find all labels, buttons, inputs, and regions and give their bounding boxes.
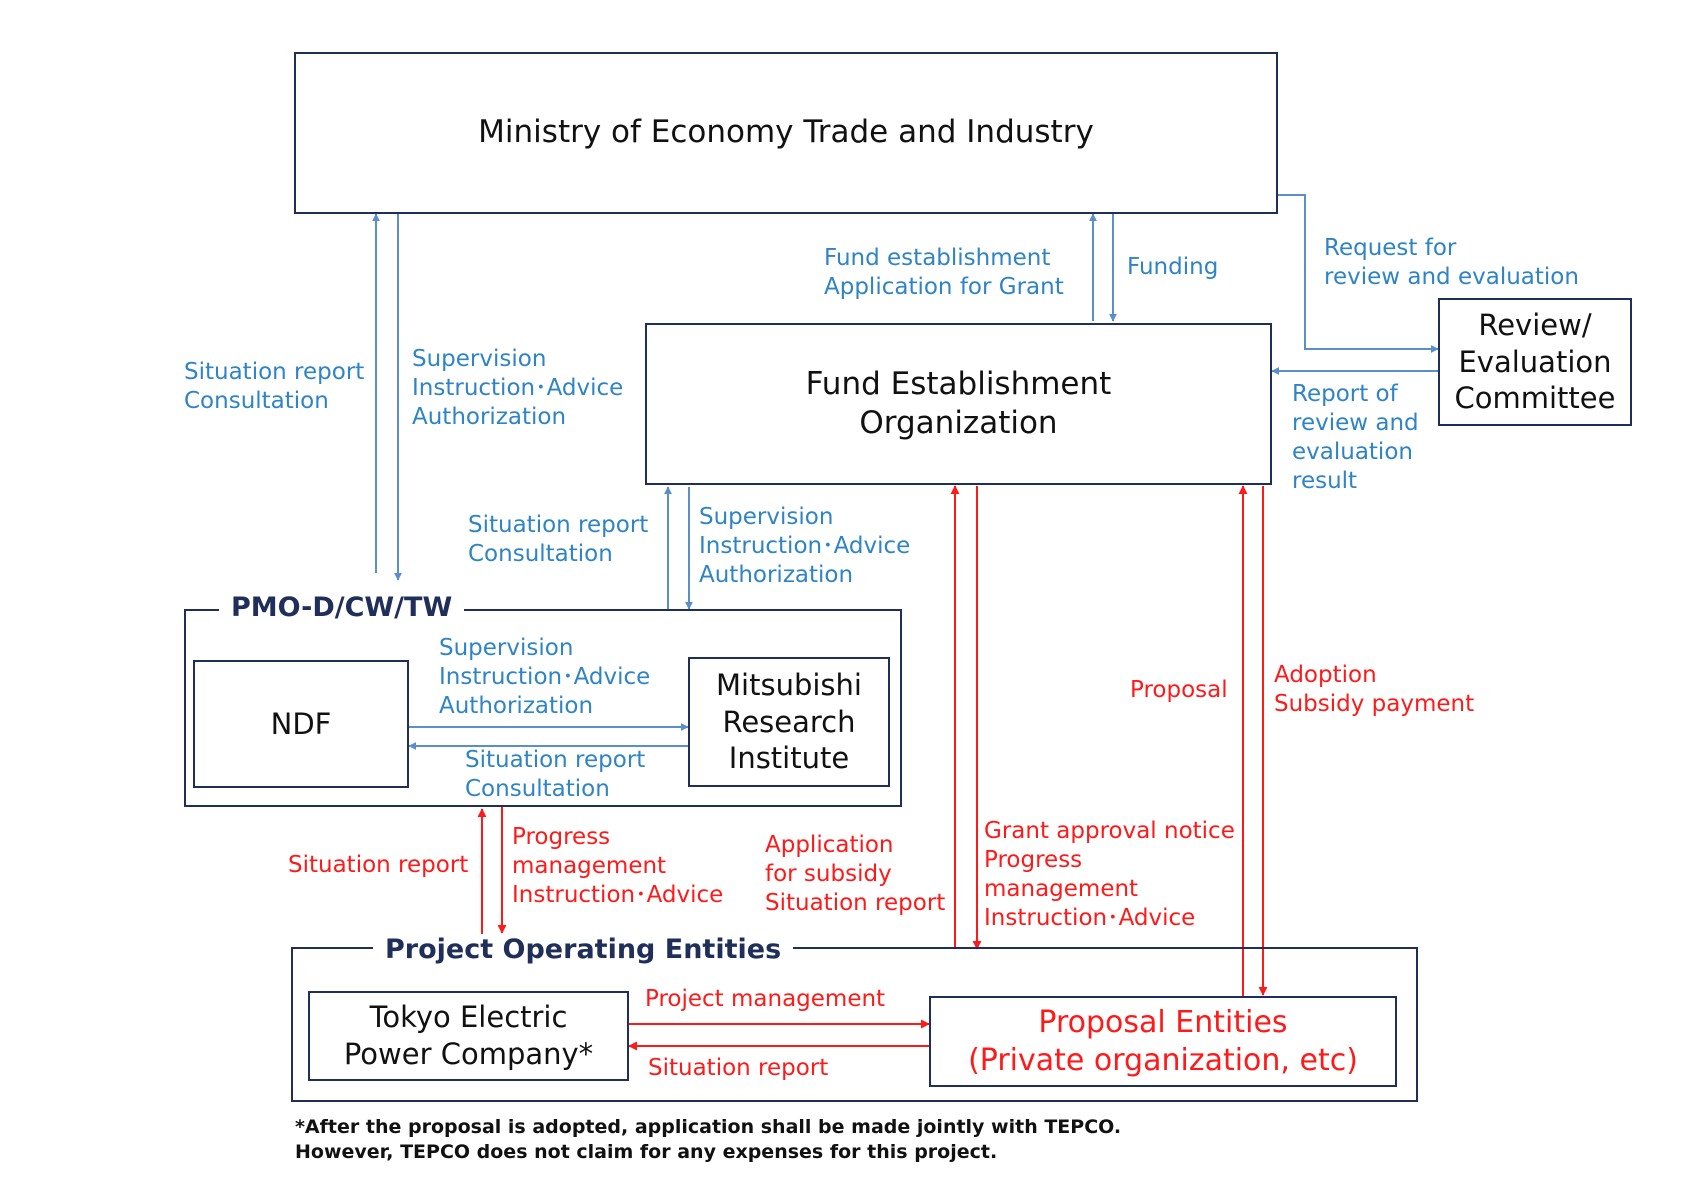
mri-box: Mitsubishi Research Institute [688,657,890,787]
label-fund-pmo-down: Supervision Instruction･Advice Authoriza… [699,504,911,588]
operating-entities-group-title: Project Operating Entities [373,934,794,967]
meti-box: Ministry of Economy Trade and Industry [294,52,1278,214]
label-pmo-fund-up: Situation report Consultation [468,512,649,567]
proposal-entities-box: Proposal Entities (Private organization,… [929,996,1397,1087]
label-situation-report-bottom: Situation report [648,1055,829,1081]
fund-establishment-box: Fund Establishment Organization [645,323,1272,485]
label-report-review: Report of review and evaluation result [1292,381,1419,494]
pmo-group [184,609,902,807]
label-fund-meti-up: Fund establishment Application for Grant [824,245,1064,300]
label-project-management: Project management [645,986,886,1012]
pmo-group-title: PMO-D/CW/TW [219,592,465,625]
label-meti-fund-down: Funding [1127,254,1219,280]
label-ops-pmo-up: Situation report [288,852,469,878]
ndf-box: NDF [193,660,409,788]
label-mri-ndf: Situation report Consultation [465,747,646,802]
footnote-line-2: However, TEPCO does not claim for any ex… [295,1141,998,1163]
label-fund-ops-down: Grant approval notice Progress managemen… [984,818,1235,931]
label-proposal-up: Proposal [1130,677,1228,703]
label-ndf-mri: Supervision Instruction･Advice Authoriza… [439,635,651,719]
tepco-box: Tokyo Electric Power Company* [308,991,629,1081]
footnote-line-1: *After the proposal is adopted, applicat… [295,1116,1122,1138]
label-ops-fund-up: Application for subsidy Situation report [765,832,946,916]
operating-entities-group [291,947,1418,1102]
label-meti-pmo-up: Situation report Consultation [184,359,365,414]
label-meti-pmo-down: Supervision Instruction･Advice Authoriza… [412,346,624,430]
arrow-request-review [1278,194,1439,353]
review-committee-box: Review/ Evaluation Committee [1438,298,1632,426]
label-request-review: Request for review and evaluation [1324,235,1579,290]
label-adoption-down: Adoption Subsidy payment [1274,662,1475,717]
label-pmo-ops-down: Progress management Instruction･Advice [512,824,724,908]
